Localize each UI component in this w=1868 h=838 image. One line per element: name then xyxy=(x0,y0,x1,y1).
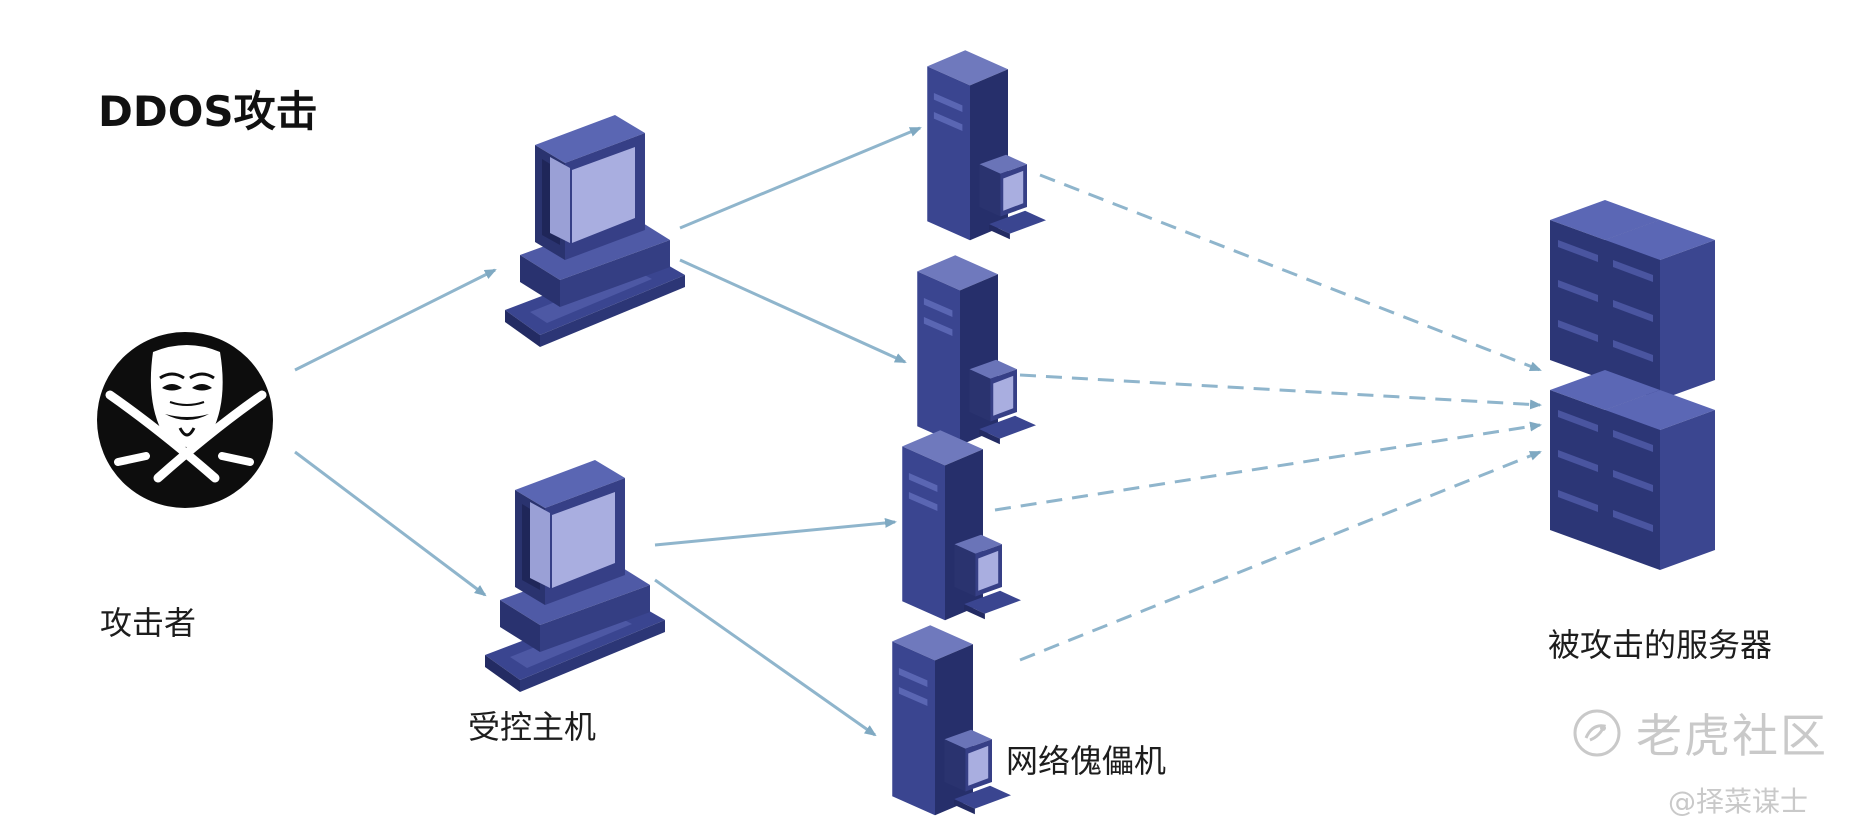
community-logo-icon xyxy=(1573,709,1621,757)
diagram-title: DDOS攻击 xyxy=(98,87,318,136)
watermark: 老虎社区 xyxy=(1572,700,1828,766)
link-bot3-server xyxy=(994,421,1542,512)
link-attacker-host1 xyxy=(294,268,497,372)
link-attacker-host2 xyxy=(294,450,487,597)
link-bot1-server xyxy=(1039,173,1542,372)
attack-connections xyxy=(294,126,1542,737)
link-host1-bot2 xyxy=(679,258,907,364)
link-host2-bot3 xyxy=(654,517,897,547)
attacker-mask-icon xyxy=(97,332,273,508)
botnet-machine-1-icon xyxy=(927,50,1046,241)
link-host1-bot1 xyxy=(679,126,922,230)
label-target-server: 被攻击的服务器 xyxy=(1548,626,1773,664)
label-attacker: 攻击者 xyxy=(100,604,197,642)
link-host2-bot4 xyxy=(654,578,877,737)
link-bot4-server xyxy=(1019,450,1542,662)
label-botnet: 网络傀儡机 xyxy=(1006,742,1167,780)
botnet-machine-3-icon xyxy=(902,430,1021,621)
target-server-icon xyxy=(1550,200,1715,570)
botnet-machine-4-icon xyxy=(892,625,1011,816)
link-bot2-server xyxy=(1019,373,1542,410)
label-controlled-host: 受控主机 xyxy=(468,708,597,746)
controlled-host-1-icon xyxy=(505,115,685,347)
controlled-host-2-icon xyxy=(485,460,665,692)
botnet-machine-2-icon xyxy=(917,255,1036,446)
watermark-brand: 老虎社区 xyxy=(1636,709,1828,763)
watermark-author: @择菜谋士 xyxy=(1668,785,1809,818)
